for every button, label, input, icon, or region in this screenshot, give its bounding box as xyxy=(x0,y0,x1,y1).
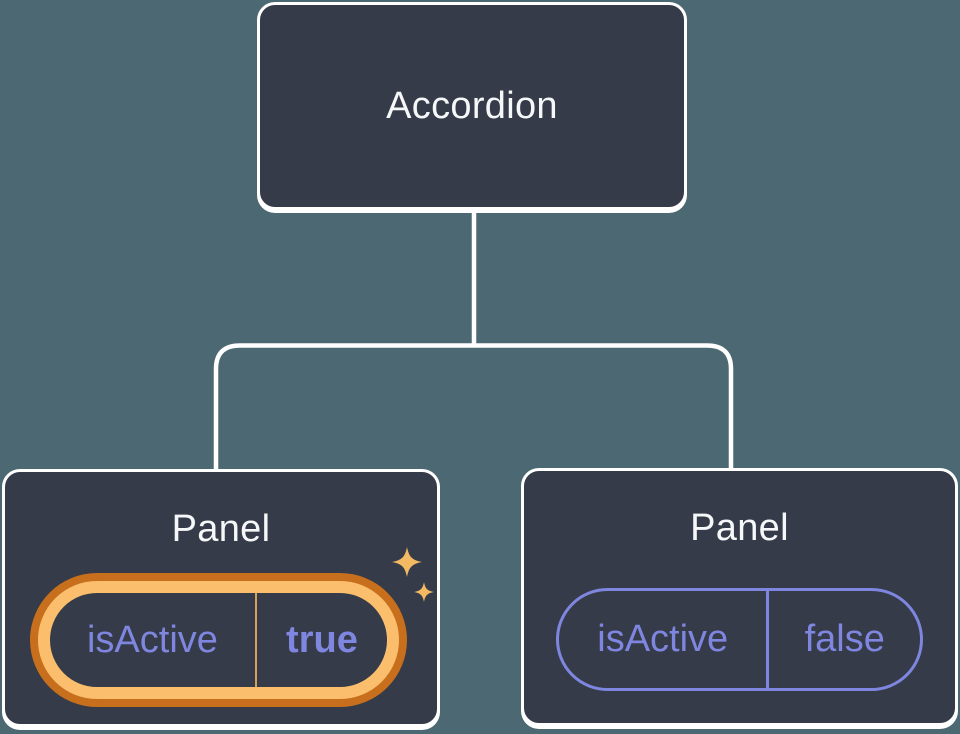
panel-node-label: Panel xyxy=(171,508,271,550)
state-pill: isActive false xyxy=(556,588,923,691)
state-value-label: false xyxy=(804,618,885,660)
state-pill-highlighted: isActive true xyxy=(38,581,399,699)
state-prop-label: isActive xyxy=(50,593,257,687)
state-prop-label: isActive xyxy=(559,591,770,688)
panel-node-label: Panel xyxy=(690,507,789,549)
accordion-node-label: Accordion xyxy=(386,84,558,127)
panel-node-active: Panel isActive true xyxy=(2,469,440,727)
accordion-node: Accordion xyxy=(257,2,687,210)
connector-branch xyxy=(213,343,734,472)
panel-node-inactive: Panel isActive false xyxy=(521,468,958,726)
state-value-label: true xyxy=(286,618,358,661)
